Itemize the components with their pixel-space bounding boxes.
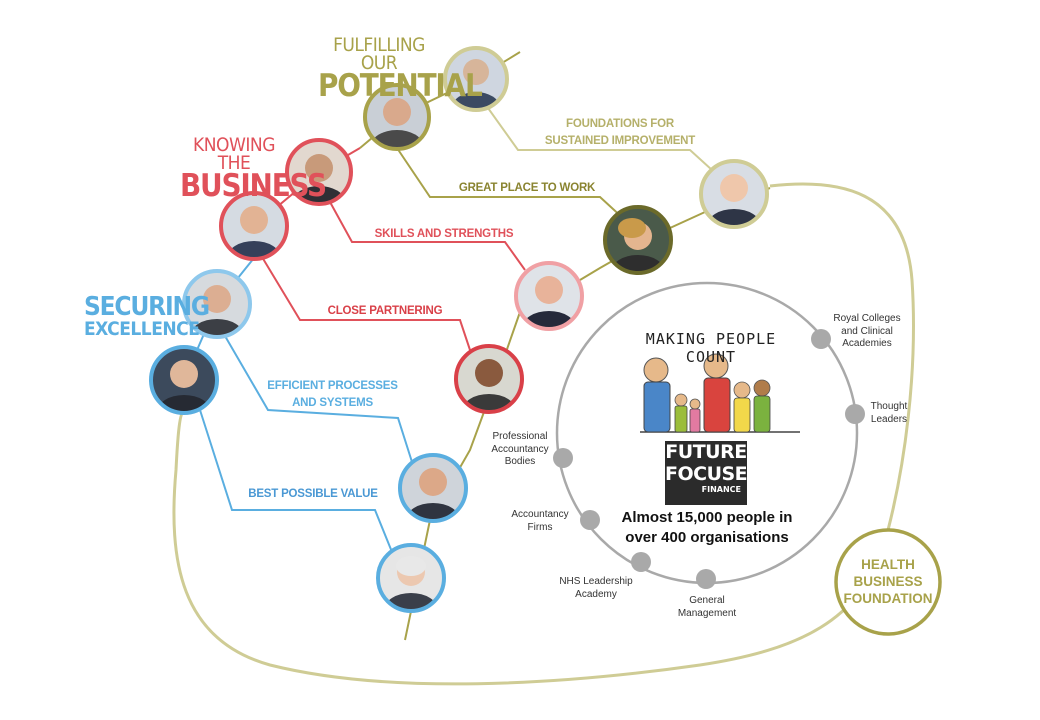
olive-great-place-line — [396, 147, 626, 221]
node-professional-bodies — [553, 448, 573, 468]
photo-8 — [603, 205, 673, 275]
label-efficient-line2: AND SYSTEMS — [292, 397, 373, 410]
foundation-line3: FOUNDATION — [843, 590, 933, 606]
people-illustration — [640, 353, 800, 433]
photo-2 — [363, 83, 431, 151]
photo-7 — [699, 159, 769, 229]
thought-l2: Leaders — [870, 413, 908, 425]
blue-bestvalue-line — [199, 409, 393, 553]
photo-4 — [219, 191, 289, 261]
theme-excellence-line1: SECURING — [84, 292, 210, 322]
theme-potential-line2: POTENTIAL — [318, 68, 483, 105]
theme-excellence-line2: EXCELLENCE — [84, 317, 200, 340]
royal-l3: Academies — [842, 338, 892, 349]
stat-line1: Almost 15,000 people in — [621, 509, 793, 526]
nhs-l2: Academy — [575, 588, 617, 600]
royal-l1: Royal Colleges — [833, 313, 901, 324]
blue-efficient-line — [224, 335, 413, 463]
prof-l1: Professional — [492, 431, 548, 442]
label-efficient: EFFICIENT PROCESSES AND SYSTEMS — [260, 378, 405, 413]
olive-foundations-line — [487, 107, 713, 171]
theme-potential: FULFILLING OUR POTENTIAL — [318, 34, 483, 105]
stat-text: Almost 15,000 people in over 400 organis… — [612, 508, 802, 547]
label-accountancy-firms: Accountancy Firms — [502, 509, 578, 534]
stat-line2: over 400 organisations — [625, 528, 789, 546]
label-thought-leaders: Thought Leaders — [858, 401, 920, 426]
theme-business-line2: BUSINESS — [180, 168, 327, 205]
theme-potential-line1: FULFILLING OUR — [333, 34, 425, 75]
photo-6 — [149, 345, 219, 415]
photo-10 — [454, 344, 524, 414]
firms-l2: Firms — [527, 521, 553, 533]
label-efficient-line1: EFFICIENT PROCESSES — [267, 380, 398, 392]
photo-1 — [443, 46, 509, 112]
foundation-line2: BUSINESS — [853, 573, 923, 589]
royal-l2: and Clinical — [841, 325, 893, 337]
label-nhs-leadership: NHS Leadership Academy — [548, 576, 644, 601]
node-accountancy-firms — [580, 510, 600, 530]
red-skills-line — [329, 201, 526, 271]
photo-11 — [398, 453, 468, 523]
photo-9 — [514, 261, 584, 331]
photo-5 — [182, 269, 252, 339]
gm-l1: General — [689, 595, 725, 606]
node-thought-leaders — [845, 404, 865, 424]
theme-business-line1: KNOWING THE — [193, 134, 275, 175]
label-foundations-line2: SUSTAINED IMPROVEMENT — [544, 135, 696, 148]
firms-l1: Accountancy — [511, 509, 569, 520]
health-business-foundation: HEALTH BUSINESS FOUNDATION — [836, 557, 940, 608]
label-skills: SKILLS AND STRENGTHS — [374, 228, 514, 240]
label-foundations-line1: FOUNDATIONS FOR — [566, 118, 674, 130]
label-partnering: CLOSE PARTNERING — [327, 305, 443, 317]
prof-l3: Bodies — [504, 456, 536, 467]
foundation-loop — [172, 182, 915, 686]
label-great-place: GREAT PLACE TO WORK — [458, 182, 596, 194]
label-foundations: FOUNDATIONS FOR SUSTAINED IMPROVEMENT — [540, 116, 700, 151]
photo-12 — [376, 543, 446, 613]
gm-l2: Management — [677, 607, 737, 619]
node-nhs-leadership — [631, 552, 651, 572]
theme-business: KNOWING THE BUSINESS — [180, 134, 327, 205]
logo-line3: FINANCE — [701, 485, 741, 494]
label-professional-bodies: Professional Accountancy Bodies — [480, 431, 560, 469]
node-royal-colleges — [811, 329, 831, 349]
label-best-value: BEST POSSIBLE VALUE — [248, 488, 378, 500]
logo-line2: FOCUSED — [665, 463, 763, 485]
logo-line1: FUTURE — [665, 441, 747, 463]
red-partnering-line — [261, 256, 471, 351]
future-focused-finance-logo: FUTURE FOCUSED FINANCE — [665, 441, 763, 505]
label-royal-colleges: Royal Colleges and Clinical Academies — [822, 313, 912, 351]
foundation-line1: HEALTH — [861, 557, 915, 572]
prof-l2: Accountancy — [491, 443, 549, 455]
photo-3 — [285, 138, 353, 206]
making-people-count: MAKING PEOPLE COUNT — [645, 330, 777, 366]
nhs-l1: NHS Leadership — [559, 576, 633, 587]
label-general-management: General Management — [664, 595, 750, 620]
thought-l1: Thought — [870, 401, 908, 412]
theme-excellence: SECURING EXCELLENCE — [84, 292, 210, 340]
node-general-management — [696, 569, 716, 589]
foundation-circle — [834, 528, 942, 636]
